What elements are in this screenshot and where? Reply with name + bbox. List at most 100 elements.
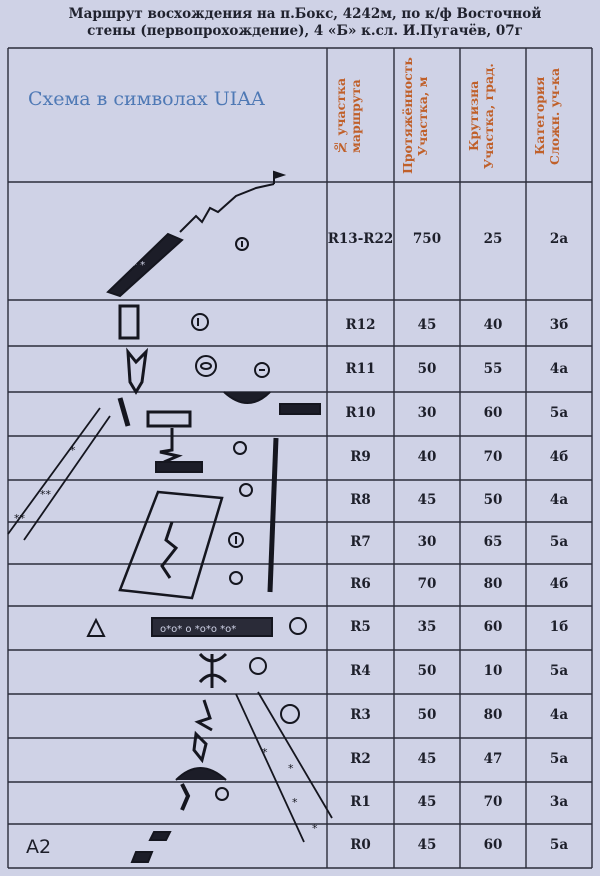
- overhang-hatched-icon: [279, 403, 321, 415]
- table-cell-category: 4б: [549, 449, 569, 465]
- svg-text:*: *: [288, 762, 294, 775]
- table-cell-length: 50: [417, 361, 437, 377]
- table-cell-steepness: 60: [483, 405, 503, 421]
- belay-point-icon: [254, 362, 270, 378]
- table-cell-steepness: 47: [483, 751, 503, 767]
- summit-ridge: [179, 183, 275, 233]
- table-cell-section: R6: [350, 576, 371, 592]
- table-cell-length: 40: [417, 449, 437, 465]
- belay-point-icon: [280, 704, 300, 724]
- table-cell-section: R10: [345, 405, 376, 421]
- schema-label: Схема в символах UIAA: [28, 88, 265, 110]
- table-cell-section: R5: [350, 619, 371, 635]
- table-cell-category: 5а: [549, 405, 569, 421]
- chimney-icon: [126, 347, 149, 395]
- svg-text:*: *: [312, 822, 318, 835]
- table-cell-length: 750: [412, 231, 442, 247]
- crack-icon: [159, 428, 183, 464]
- belay-point-icon: [249, 657, 267, 675]
- table-cell-category: 5а: [549, 534, 569, 550]
- table-cell-length: 45: [417, 794, 437, 810]
- table-cell-steepness: 70: [483, 449, 503, 465]
- table-cell-length: 50: [417, 663, 437, 679]
- belay-point-icon: [239, 483, 253, 497]
- overhang-icon: [223, 391, 271, 404]
- belay-point-icon: [191, 313, 209, 331]
- table-cell-section: R12: [345, 317, 376, 333]
- traverse-ledge-icon: [151, 617, 273, 637]
- table-cell-section: R13-R22: [327, 231, 394, 247]
- table-cell-section: R8: [350, 492, 371, 508]
- table-cell-steepness: 60: [483, 619, 503, 635]
- table-cell-category: 4б: [549, 576, 569, 592]
- ledge-hatched-icon: [155, 461, 203, 473]
- belay-point-icon: [195, 355, 217, 377]
- couloir-lines: [7, 407, 111, 541]
- crack-icon: [117, 397, 131, 427]
- table-cell-category: 3а: [549, 794, 569, 810]
- belay-point-icon: [289, 617, 307, 635]
- table-cell-category: 4а: [549, 707, 569, 723]
- svg-text:* *: * *: [132, 260, 145, 271]
- belay-point-icon: [235, 237, 249, 251]
- header-length: Протяжённость Участка, м: [400, 57, 430, 175]
- table-cell-length: 35: [417, 619, 437, 635]
- overhang-icon: [175, 767, 227, 781]
- table-cell-category: 5а: [549, 751, 569, 767]
- document-title: Маршрут восхождения на п.Бокс, 4242м, по…: [40, 6, 570, 40]
- header-steepness: Крутизна Участка, град.: [466, 63, 496, 169]
- table-cell-category: 4а: [549, 361, 569, 377]
- table-cell-steepness: 60: [483, 837, 503, 853]
- table-cell-steepness: 80: [483, 707, 503, 723]
- title-line-2: стены (первопрохождение), 4 «Б» к.сл. И.…: [87, 23, 523, 39]
- svg-text:*: *: [262, 746, 268, 759]
- svg-text:**: **: [40, 488, 52, 501]
- warning-triangle-icon: [86, 617, 106, 637]
- table-cell-category: 2а: [549, 231, 569, 247]
- table-cell-length: 30: [417, 405, 437, 421]
- table-cell-section: R1: [350, 794, 371, 810]
- table-cell-section: R0: [350, 837, 371, 853]
- table-cell-category: 4а: [549, 492, 569, 508]
- table-cell-steepness: 65: [483, 534, 503, 550]
- chimney-icon: [192, 730, 208, 764]
- table-cell-steepness: 55: [483, 361, 503, 377]
- belay-point-icon: [215, 787, 229, 801]
- table-cell-length: 30: [417, 534, 437, 550]
- belay-point-icon: [228, 532, 244, 548]
- table-cell-length: 50: [417, 707, 437, 723]
- table-cell-category: 3б: [549, 317, 569, 333]
- author-signature: A2: [26, 836, 52, 858]
- table-cell-section: R4: [350, 663, 371, 679]
- table-cell-section: R11: [345, 361, 376, 377]
- svg-text:*: *: [292, 796, 298, 809]
- header-section-number: № участка маршрута: [333, 77, 363, 155]
- belay-point-icon: [229, 571, 243, 585]
- table-cell-length: 45: [417, 751, 437, 767]
- table-cell-steepness: 70: [483, 794, 503, 810]
- table-cell-section: R3: [350, 707, 371, 723]
- pendulum-icon: [198, 652, 228, 688]
- crack-icon: [160, 521, 179, 579]
- table-cell-steepness: 40: [483, 317, 503, 333]
- table-cell-category: 5а: [549, 837, 569, 853]
- chimney-icon: [180, 783, 191, 811]
- table-cell-length: 45: [417, 837, 437, 853]
- crack-icon: [194, 699, 213, 732]
- table-cell-section: R7: [350, 534, 371, 550]
- belay-point-icon: [233, 441, 247, 455]
- rock-section-icon: [118, 304, 140, 340]
- gully-lines: [235, 691, 333, 843]
- table-cell-length: 70: [417, 576, 437, 592]
- table-cell-section: R2: [350, 751, 371, 767]
- table-cell-category: 1б: [549, 619, 569, 635]
- wall-edge-line: [267, 437, 279, 593]
- table-cell-steepness: 10: [483, 663, 503, 679]
- svg-text:**: **: [14, 512, 26, 525]
- ledge-icon: [146, 410, 192, 428]
- table-cell-steepness: 25: [483, 231, 503, 247]
- table-cell-steepness: 50: [483, 492, 503, 508]
- table-cell-section: R9: [350, 449, 371, 465]
- scree-slope-icon: [106, 232, 184, 298]
